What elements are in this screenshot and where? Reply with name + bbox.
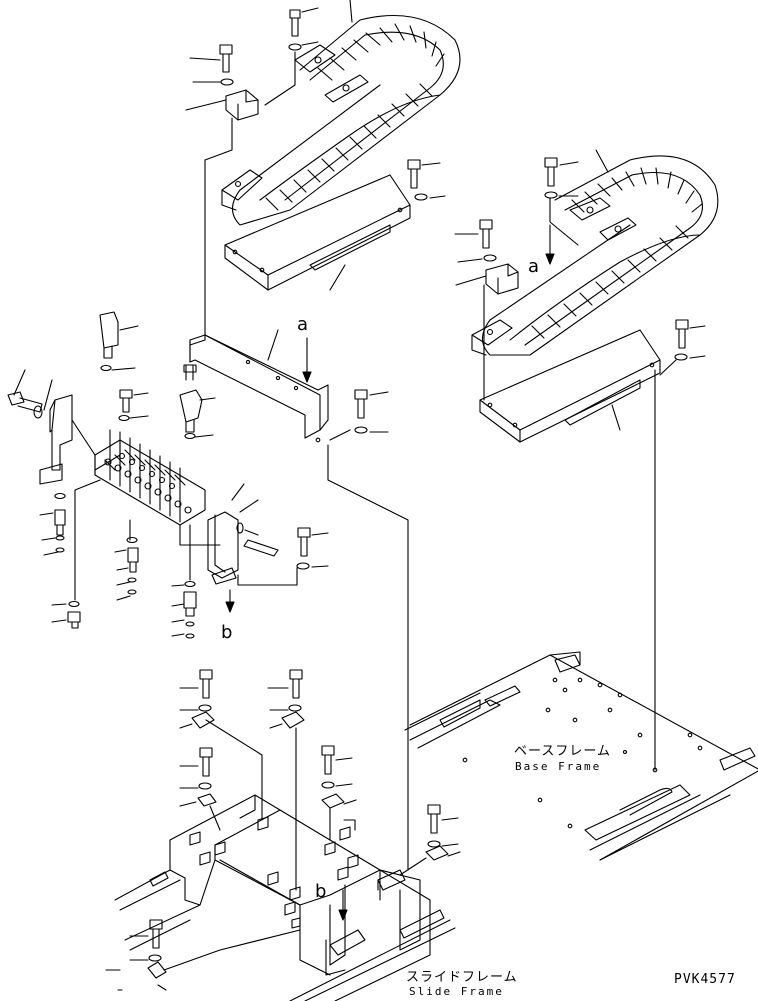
base-frame-label-en: Base Frame <box>515 760 602 773</box>
lower-bracket-b <box>207 483 298 613</box>
callout-b-bottom: b <box>315 881 327 902</box>
left-bracket <box>39 394 96 485</box>
slide-frame-hardware <box>105 669 461 991</box>
callout-a-right: a <box>528 256 540 277</box>
lower-left-fittings <box>39 479 221 639</box>
base-frame <box>404 651 758 861</box>
center-right-hardware <box>329 389 389 441</box>
right-hardware <box>407 157 706 376</box>
slide-frame-label-jp: スライドフレーム <box>406 970 518 985</box>
upper-hardware <box>185 7 319 346</box>
bracket-b-hardware <box>296 527 329 570</box>
slide-frame-label-en: Slide Frame <box>409 985 504 998</box>
left-bolt <box>7 369 53 419</box>
callout-a-center: a <box>297 314 309 335</box>
callout-b-left: b <box>221 622 233 643</box>
slide-frame <box>114 794 456 1001</box>
center-bracket <box>189 329 409 871</box>
left-fittings <box>99 311 216 440</box>
base-frame-label-jp: ベースフレーム <box>514 744 611 759</box>
manifold-block <box>94 429 206 526</box>
drawing-code: PVK4577 <box>674 972 736 987</box>
right-cable-chain <box>471 149 719 771</box>
upper-cable-chain <box>221 0 461 291</box>
